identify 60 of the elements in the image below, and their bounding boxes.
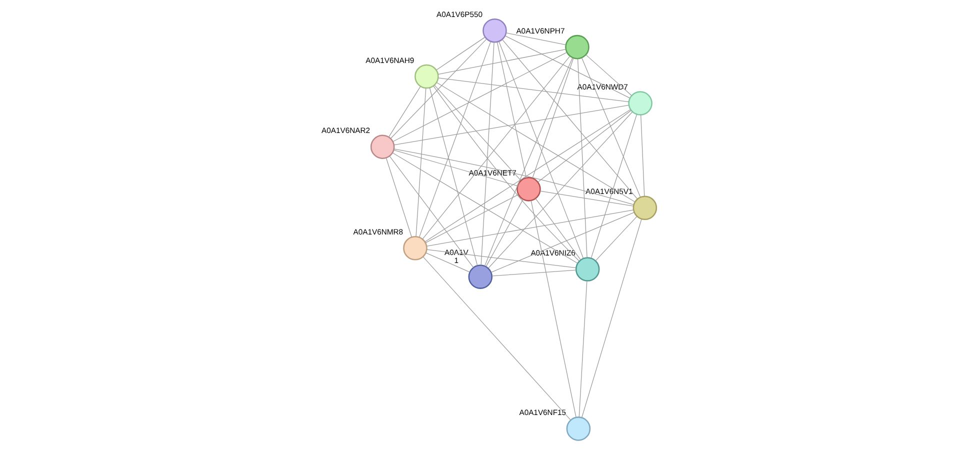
- node-circle: [516, 177, 540, 202]
- connector: [436, 82, 635, 202]
- connector: [480, 42, 494, 266]
- connector: [580, 58, 640, 198]
- connector: [576, 58, 587, 258]
- connector: [388, 86, 420, 138]
- node-circle: [564, 34, 589, 60]
- connector: [578, 280, 587, 418]
- connector: [393, 150, 518, 186]
- connector: [424, 194, 518, 244]
- connector: [530, 200, 576, 418]
- connector: [594, 216, 637, 262]
- connector: [393, 148, 634, 205]
- connector: [390, 38, 486, 139]
- connector: [392, 152, 578, 264]
- connector: [491, 270, 576, 276]
- connector: [640, 114, 644, 197]
- node-circle: [628, 91, 652, 116]
- connector: [537, 110, 631, 182]
- connector: [490, 212, 634, 273]
- node-circle: [482, 18, 506, 43]
- connector: [496, 42, 526, 178]
- connector: [432, 86, 579, 262]
- connector: [418, 41, 490, 238]
- connector: [422, 256, 570, 420]
- connector: [498, 41, 584, 259]
- connector: [505, 32, 566, 46]
- connector: [426, 249, 576, 268]
- connector: [422, 56, 570, 240]
- connector: [434, 84, 521, 181]
- connector: [393, 104, 629, 146]
- connector: [534, 198, 580, 260]
- node-circle: [414, 64, 438, 89]
- connector: [436, 36, 485, 70]
- connector: [385, 158, 412, 238]
- connector: [485, 199, 523, 267]
- connector: [424, 109, 630, 242]
- connector: [437, 48, 566, 75]
- connector: [590, 114, 637, 258]
- node-circle: [574, 257, 600, 282]
- connector: [428, 87, 478, 266]
- connector: [426, 210, 634, 246]
- connector: [501, 39, 638, 200]
- connector: [424, 252, 470, 272]
- node-circle: [468, 264, 492, 289]
- connector: [437, 78, 629, 102]
- connector: [539, 190, 634, 206]
- node-circle: [370, 134, 394, 159]
- node-circle: [402, 236, 427, 260]
- connector: [388, 156, 474, 268]
- connector: [392, 52, 567, 142]
- connector: [484, 57, 572, 266]
- connector: [504, 35, 630, 98]
- connector: [415, 88, 426, 237]
- connector: [581, 218, 642, 418]
- connector: [585, 54, 632, 96]
- connector: [532, 58, 574, 179]
- node-circle: [632, 196, 657, 220]
- node-circle: [566, 416, 590, 441]
- connector: [488, 112, 632, 268]
